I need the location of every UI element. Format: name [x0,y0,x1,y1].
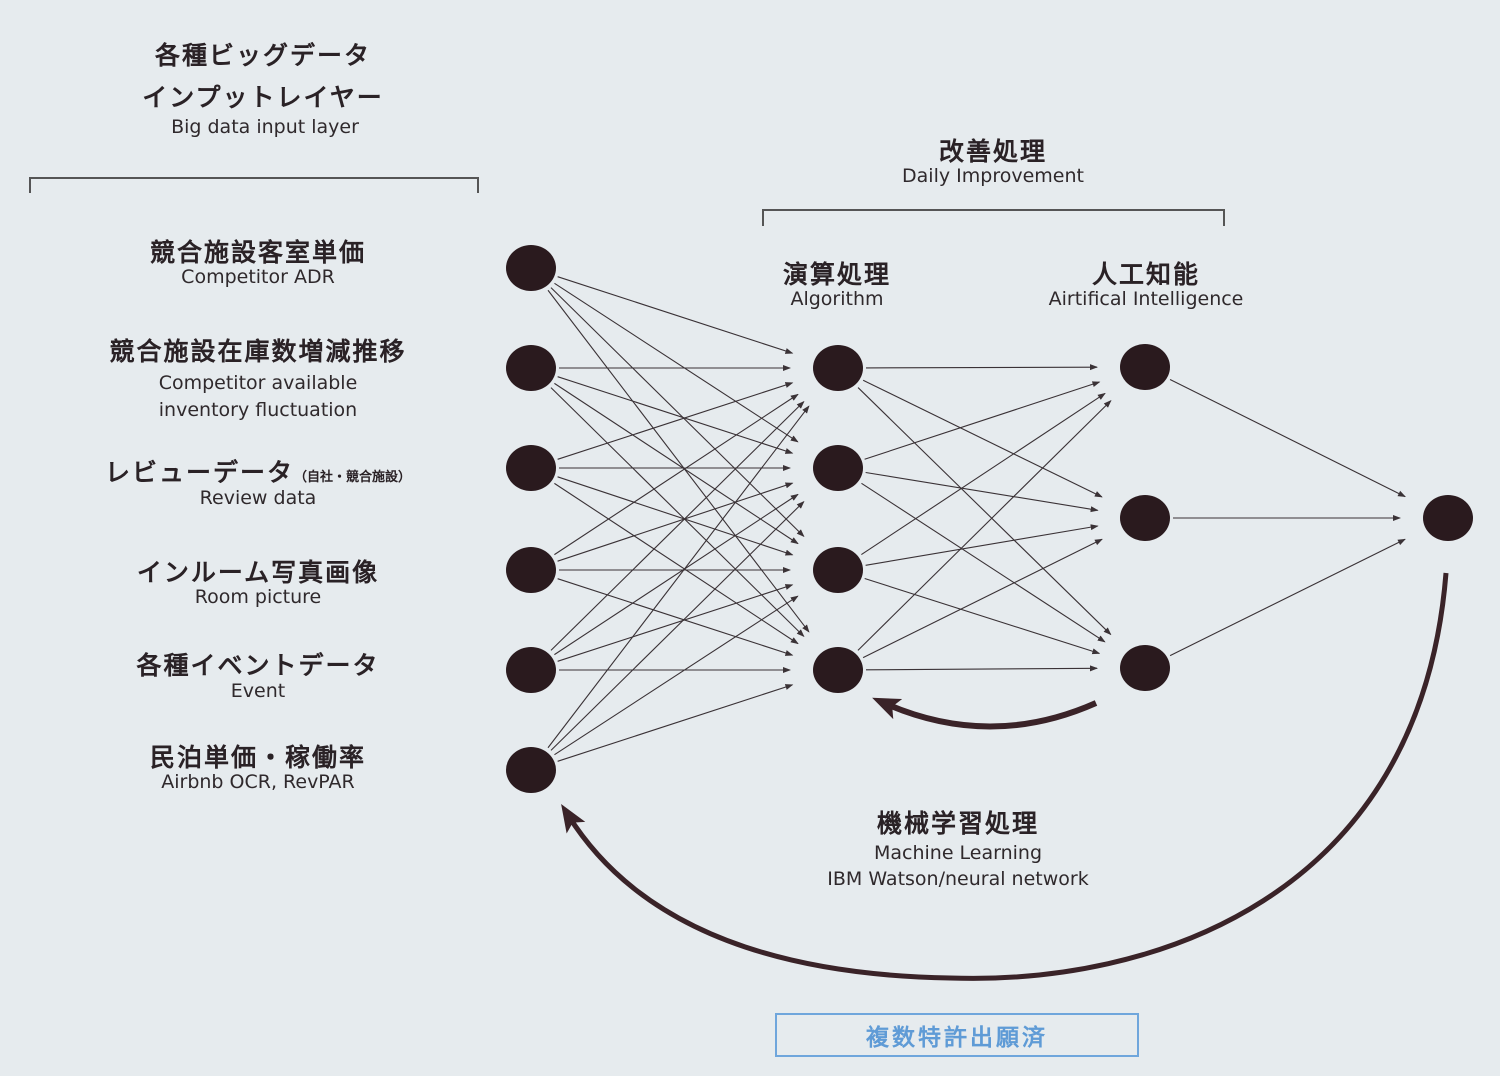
algorithm-en: Algorithm [790,288,884,310]
neuron-node [1120,344,1170,390]
connection-arrow [550,400,805,651]
connection-arrow [864,577,1101,655]
connection-arrow [554,382,799,545]
connection-arrow [547,405,810,749]
connection-arrow [861,482,1106,643]
connection-arrow [865,364,1099,371]
ml-en: Machine Learning [873,842,1043,864]
patent-pending-badge: 複数特許出願済 [775,1013,1139,1057]
connection-arrow [865,524,1099,566]
ml-jp: 機械学習処理 [876,809,1040,838]
connection-arrow [554,393,799,556]
input-layer-bracket [29,177,479,193]
input-item-jp: 競合施設客室単価 [149,238,367,267]
input-item-en: Event [230,680,286,702]
improvement-en: Daily Improvement [902,165,1084,187]
input-item-en: Competitor ADR [181,266,335,288]
connection-arrow [862,379,1103,498]
input-item-jp: 民泊単価・稼働率 [149,743,367,772]
connection-arrow [557,684,794,762]
connection-arrow [554,595,799,756]
neuron-node [1423,495,1473,541]
connection-arrow [865,471,1099,513]
neuron-node [1120,645,1170,691]
connection-arrow [1169,538,1406,657]
input-item-en2: inventory fluctuation [158,399,358,421]
connection-arrow [1169,378,1406,498]
input-item-jp: 各種イベントデータ [136,651,380,680]
connection-arrow [557,376,794,454]
neuron-node [813,345,863,391]
input-item-en: Room picture [194,586,322,608]
connection-arrow [862,538,1103,659]
connection-arrow [550,387,805,638]
connection-arrow [865,665,1099,672]
input-item-jp: レビューデータ（自社・競合施設） [105,453,411,489]
input-title-en: Big data input layer [171,116,359,138]
ml-en2: IBM Watson/neural network [827,868,1089,890]
review-jp: レビューデータ [104,458,294,487]
neuron-node [813,647,863,693]
neuron-node [506,747,556,793]
neuron-node [1120,495,1170,541]
neuron-node [813,547,863,593]
review-note: （自社・競合施設） [294,470,412,485]
connection-arrow [547,289,810,633]
input-title-jp-1: 各種ビッグデータ [154,41,372,70]
neuron-node [506,547,556,593]
connection-arrow [864,381,1101,460]
neuron-node [506,345,556,391]
ai-en: Airtifical Intelligence [1048,288,1244,310]
connection-arrow [554,493,799,656]
input-title-jp-2: インプットレイヤー [142,83,384,112]
connection-arrow [857,387,1112,636]
connection-arrow [557,482,794,562]
neuron-node [813,445,863,491]
connection-arrow [554,482,799,645]
input-item-jp: インルーム写真画像 [136,558,380,587]
connection-arrow [550,287,805,538]
connection-arrow [557,476,794,556]
neuron-node [506,647,556,693]
connection-arrow [557,584,794,662]
algorithm-jp: 演算処理 [782,260,892,289]
feedback-arrow-small [872,697,1098,730]
connection-arrow [857,400,1112,651]
neuron-node [506,445,556,491]
connection-arrow [861,392,1106,556]
connection-arrow [557,382,794,460]
connection-arrow [557,276,794,354]
input-item-en: Review data [199,487,317,509]
ai-jp: 人工知能 [1091,260,1201,289]
input-item-jp: 競合施設在庫数増減推移 [109,337,407,366]
feedback-arrow-large [561,572,1449,981]
connection-arrow [554,282,799,443]
input-item-en: Airbnb OCR, RevPAR [161,771,355,793]
improvement-bracket [762,209,1225,226]
connection-arrow [550,500,805,751]
neuron-node [506,245,556,291]
input-item-en: Competitor available [158,372,358,394]
connection-arrow [557,578,794,656]
improvement-jp: 改善処理 [938,137,1048,166]
